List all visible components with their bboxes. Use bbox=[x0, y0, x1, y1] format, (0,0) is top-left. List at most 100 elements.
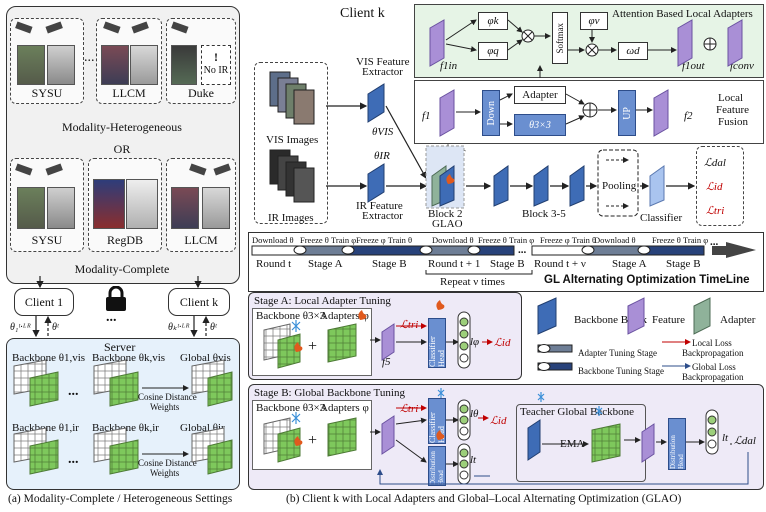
stage-b-distribution-head: Distribution Head bbox=[428, 446, 446, 486]
softmax-op: Softmax bbox=[552, 12, 568, 64]
adapter-label: Adapter bbox=[430, 146, 466, 158]
client-k-label: Client k bbox=[179, 294, 219, 309]
no-ir-label: No IR bbox=[203, 65, 229, 76]
dataset-box-sysu-complete: SYSU bbox=[10, 158, 84, 252]
stage-a-loss-id: ℒid bbox=[494, 337, 511, 349]
server-ellipsis-1: ... bbox=[68, 384, 79, 399]
legend-backbone-stage: Backbone Tuning Stage bbox=[578, 366, 665, 376]
caption-a: (a) Modality-Complete / Heterogeneous Se… bbox=[8, 493, 233, 505]
dataset-box-duke-hetero: ! No IR Duke bbox=[166, 18, 236, 104]
classifier-head-label: Classifier Head bbox=[428, 412, 446, 443]
server-title: Server bbox=[104, 340, 136, 354]
dataset-label: SYSU bbox=[31, 233, 63, 247]
teacher-backbone-label: Teacher Global Backbone bbox=[520, 406, 635, 418]
person-rgb-image bbox=[17, 187, 45, 229]
stage-b-backbone-label: Backbone θ3×3 bbox=[256, 402, 326, 414]
f-in-label: f1in bbox=[440, 60, 458, 72]
up-label: UP bbox=[621, 106, 633, 120]
complete-title: Modality-Complete bbox=[74, 262, 170, 276]
omega-d-op: ωd bbox=[618, 42, 648, 60]
phi-v-op: φv bbox=[580, 12, 608, 30]
stage-b-plus: + bbox=[308, 432, 318, 449]
weights-label-2: Weights bbox=[150, 468, 180, 478]
theta-1-lr-label: θ₁ᵗ·ᴸᴿ bbox=[10, 322, 31, 333]
person-ir-image bbox=[126, 179, 158, 229]
stage-a-f5: f5 bbox=[382, 356, 391, 368]
stage-a-label-2: Stage A bbox=[612, 258, 647, 270]
softmax-label: Softmax bbox=[555, 22, 565, 54]
up-op: UP bbox=[618, 90, 636, 136]
stage-b-label-1: Stage B bbox=[372, 258, 407, 270]
f-conv-label: fconv bbox=[730, 60, 754, 72]
dataset-ellipsis: ... bbox=[84, 50, 95, 65]
person-ir-image bbox=[130, 45, 158, 85]
classifier-label: Classifier bbox=[640, 212, 683, 224]
local-feature-fusion-box bbox=[414, 80, 764, 144]
client-1-box: Client 1 bbox=[14, 288, 74, 316]
lff-adapter-label: Adapter bbox=[522, 89, 558, 101]
legend-global-loss-1: Global Loss bbox=[692, 362, 736, 372]
legend-local-loss-2: Backpropagation bbox=[682, 348, 744, 358]
legend-local-loss-1: Local Loss bbox=[692, 338, 732, 348]
stage-b-label-2: Stage B bbox=[490, 258, 525, 270]
lff-title-2: Feature bbox=[716, 104, 749, 116]
dataset-box-regdb-complete: RegDB bbox=[88, 158, 162, 252]
theta-3x3-op: θ3×3 bbox=[514, 114, 566, 136]
cosine-distance-label-1: Cosine Distance bbox=[138, 392, 197, 402]
round-t1-label: Round t + 1 bbox=[428, 258, 481, 270]
client-1-label: Client 1 bbox=[24, 294, 64, 309]
phi-k-op: φk bbox=[478, 12, 508, 30]
stage-a-adapters-label: Adapters φ bbox=[320, 310, 369, 322]
ema-label: EMA bbox=[560, 438, 585, 450]
timeline-top-label: Download θ bbox=[432, 235, 474, 245]
lff-title-3: Fusion bbox=[718, 116, 748, 128]
block-3-5-label: Block 3-5 bbox=[522, 208, 566, 220]
f-out-label: f1out bbox=[682, 60, 705, 72]
teacher-distribution-head: Distribution Head bbox=[668, 418, 686, 470]
theta-k-lr-label: θₖᵗ·ᴸᴿ bbox=[168, 322, 190, 333]
f2-label: f2 bbox=[684, 110, 693, 122]
stage-a-plus: + bbox=[308, 338, 318, 355]
timeline-box bbox=[248, 232, 764, 292]
stage-b-classifier-head: Classifier Head bbox=[428, 398, 446, 444]
down-op: Down bbox=[482, 90, 500, 136]
stage-a-loss-tri: ℒtri bbox=[400, 319, 419, 331]
vis-extractor-label-2: Extractor bbox=[362, 66, 403, 78]
stage-b-title: Stage B: Global Backbone Tuning bbox=[254, 387, 405, 399]
client-k-title: Client k bbox=[340, 6, 385, 21]
ala-title: Attention Based Local Adapters bbox=[612, 8, 753, 20]
person-rgb-image bbox=[93, 179, 125, 229]
round-tv-label: Round t + ν bbox=[534, 258, 586, 270]
stage-a-classifier-head: Classifier Head bbox=[428, 318, 446, 368]
backbone-1-vis-label: Backbone θ1,vis bbox=[12, 352, 86, 364]
or-label: OR bbox=[113, 142, 131, 156]
timeline-top-label: Download θ bbox=[252, 235, 294, 245]
down-label: Down bbox=[485, 100, 497, 126]
phi-q-label: φq bbox=[487, 45, 499, 57]
ir-extractor-label-2: Extractor bbox=[362, 210, 403, 222]
block-2-label: Block 2 bbox=[428, 208, 463, 220]
repeat-label: Repeat ν times bbox=[440, 276, 505, 288]
dataset-label: Duke bbox=[188, 86, 214, 100]
stage-b-loss-tri: ℒtri bbox=[400, 403, 419, 415]
f1-label: f1 bbox=[422, 110, 431, 122]
dataset-box-llcm-complete: LLCM bbox=[166, 158, 236, 252]
phi-q-op: φq bbox=[478, 42, 508, 60]
person-ir-image bbox=[202, 187, 230, 229]
backbone-1-ir-label: Backbone θ1,ir bbox=[12, 422, 79, 434]
loss-dal-label: ℒdal bbox=[704, 157, 726, 169]
ir-extractor-label-1: IR Feature bbox=[356, 200, 403, 212]
dataset-label: RegDB bbox=[107, 233, 143, 247]
person-rgb-image bbox=[17, 45, 45, 85]
stage-b-l-t: lt bbox=[470, 454, 477, 466]
loss-id-label: ℒid bbox=[706, 181, 723, 193]
phi-v-label: φv bbox=[588, 15, 600, 27]
weights-label-1: Weights bbox=[150, 402, 180, 412]
global-vis-label: Global θvis bbox=[180, 352, 231, 364]
legend-global-loss-2: Backpropagation bbox=[682, 372, 744, 382]
timeline-top-label: Freeze θ Train φ bbox=[478, 235, 535, 245]
stage-a-backbone-label: Backbone θ3×3 bbox=[256, 310, 326, 322]
timeline-dots-2: ... bbox=[710, 236, 719, 248]
loss-tri-label: ℒtri bbox=[706, 205, 725, 217]
dataset-box-sysu-hetero: SYSU bbox=[10, 18, 84, 104]
